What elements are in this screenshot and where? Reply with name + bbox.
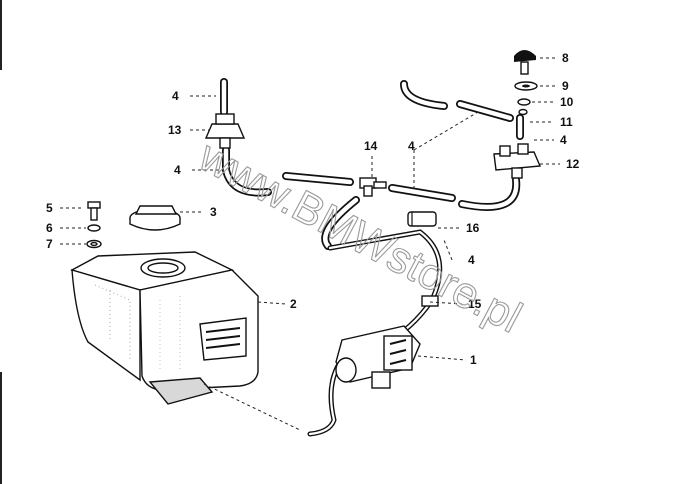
callout-7: 7	[46, 237, 53, 251]
callout-3: 3	[210, 205, 217, 219]
callout-11: 11	[560, 115, 573, 129]
callout-10: 10	[560, 95, 574, 109]
callout-4-left: 4	[174, 163, 181, 177]
callout-5: 5	[46, 201, 53, 215]
callout-12: 12	[566, 157, 580, 171]
callout-8: 8	[562, 51, 569, 65]
callout-14: 14	[364, 139, 378, 153]
reservoir-cap	[129, 205, 181, 231]
callout-13: 13	[168, 123, 182, 137]
nozzle-right	[493, 143, 542, 179]
edge-mark-bottom	[0, 372, 2, 484]
callout-15: 15	[468, 297, 482, 311]
hose-clip	[407, 211, 437, 227]
washer-reservoir	[70, 251, 259, 405]
bolt-assembly	[86, 201, 102, 249]
callout-9: 9	[562, 79, 569, 93]
callout-4-lower: 4	[468, 253, 475, 267]
callout-4-right: 4	[560, 133, 567, 147]
callout-6: 6	[46, 221, 53, 235]
callout-1: 1	[470, 353, 477, 367]
callout-2: 2	[290, 297, 297, 311]
grommet	[421, 295, 439, 307]
callout-4-center: 4	[408, 139, 415, 153]
edge-mark-top	[0, 0, 2, 70]
t-connector	[359, 177, 387, 197]
leader-lines	[60, 57, 560, 431]
nozzle-left	[204, 113, 246, 149]
washer-pump	[335, 325, 421, 389]
callout-16: 16	[466, 221, 480, 235]
callout-4-top-left: 4	[172, 89, 179, 103]
jet-assembly	[514, 50, 538, 116]
